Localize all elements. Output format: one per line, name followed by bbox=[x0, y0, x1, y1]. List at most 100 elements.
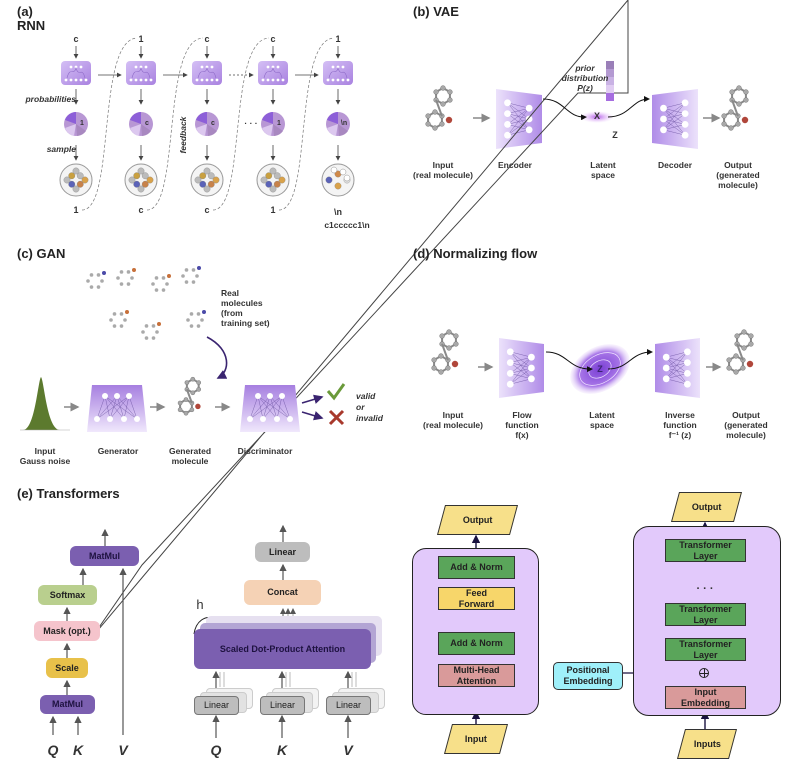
atom-carbon bbox=[743, 97, 749, 103]
network-edge bbox=[510, 351, 532, 358]
network-edge bbox=[663, 124, 686, 130]
token-ball bbox=[334, 182, 342, 190]
atom-carbon bbox=[184, 268, 189, 272]
atom-carbon bbox=[116, 276, 120, 280]
rnn-node bbox=[200, 78, 204, 82]
network-node bbox=[260, 416, 266, 422]
block-output-label: Output bbox=[462, 514, 493, 525]
pie-token: \n bbox=[340, 120, 348, 127]
network-node bbox=[255, 393, 261, 399]
token-ball bbox=[199, 180, 207, 188]
mha-k: K bbox=[276, 742, 288, 758]
network-node bbox=[681, 121, 689, 128]
linear-projection: Linear bbox=[326, 696, 371, 715]
flow-function-network bbox=[499, 338, 544, 398]
atom-oxygen bbox=[195, 403, 201, 410]
linear-projection: Linear bbox=[260, 696, 305, 715]
network-edge bbox=[96, 395, 106, 420]
rnn-node bbox=[74, 78, 78, 82]
rnn-node bbox=[210, 65, 214, 69]
atom-carbon bbox=[181, 274, 185, 278]
pie-slice bbox=[196, 112, 207, 124]
atom-carbon bbox=[151, 324, 156, 328]
rnn-output-token: 1 bbox=[73, 205, 79, 215]
token-ball bbox=[63, 176, 71, 184]
rnn-cell-edges bbox=[328, 66, 348, 79]
atom-carbon bbox=[141, 330, 145, 334]
mha-h-label: h bbox=[196, 597, 204, 612]
atom-carbon bbox=[112, 312, 117, 316]
token-ball bbox=[137, 167, 145, 175]
atom-carbon bbox=[165, 282, 169, 286]
stack-inputs-label: Inputs bbox=[693, 738, 721, 749]
atom-carbon bbox=[741, 329, 747, 335]
atom-carbon bbox=[734, 333, 740, 339]
rnn-node bbox=[281, 78, 285, 82]
atom-carbon bbox=[736, 101, 742, 107]
atom-carbon bbox=[144, 324, 149, 328]
atom-carbon bbox=[200, 318, 204, 322]
atom-carbon bbox=[86, 279, 90, 283]
atom-carbon bbox=[438, 353, 444, 359]
atom-carbon bbox=[196, 324, 201, 328]
network-node bbox=[684, 359, 691, 366]
sdpa-mask: Mask (opt.) bbox=[34, 621, 100, 641]
atom-carbon bbox=[190, 390, 196, 396]
atom-carbon bbox=[721, 113, 727, 119]
network-edge bbox=[510, 357, 532, 385]
network-edge bbox=[663, 102, 686, 120]
atom-carbon bbox=[119, 282, 124, 286]
pie-slice bbox=[76, 124, 86, 136]
atom-carbon bbox=[196, 387, 201, 392]
network-node bbox=[684, 348, 691, 356]
token-ball bbox=[133, 172, 141, 180]
bond bbox=[441, 343, 449, 361]
network-edge bbox=[109, 395, 130, 420]
token-ball bbox=[72, 167, 80, 175]
network-edge bbox=[510, 367, 532, 385]
atom-carbon bbox=[123, 318, 127, 322]
atom-carbon bbox=[721, 121, 727, 127]
flow-latent-z: Z bbox=[597, 364, 603, 374]
network-edge bbox=[507, 108, 530, 136]
vae-latent-label: Latent space bbox=[590, 160, 616, 180]
gan-generator-label: Generator bbox=[97, 446, 139, 456]
network-node bbox=[504, 131, 511, 139]
network-edge bbox=[507, 102, 530, 109]
network-node bbox=[506, 380, 514, 388]
network-node bbox=[528, 375, 535, 383]
network-edge bbox=[510, 378, 532, 385]
token-ball bbox=[128, 176, 136, 184]
real-molecule bbox=[116, 268, 136, 286]
token-ball bbox=[260, 176, 268, 184]
bond bbox=[185, 389, 193, 404]
rnn-node bbox=[341, 78, 345, 82]
rnn-node bbox=[134, 65, 138, 69]
sample-pool bbox=[124, 163, 158, 197]
newline-ball bbox=[330, 166, 338, 174]
block-add-norm-top: Add & Norm bbox=[438, 556, 515, 579]
rnn-node bbox=[69, 78, 73, 82]
sdpa-k: K bbox=[72, 742, 84, 758]
final-string: c1ccccc1\n bbox=[324, 220, 370, 230]
probabilities-label: probabilities bbox=[25, 94, 76, 104]
rnn-cell bbox=[126, 61, 156, 85]
newline-ball bbox=[339, 168, 347, 176]
pie-token: c bbox=[145, 120, 149, 127]
cross-icon bbox=[328, 409, 345, 426]
network-edge bbox=[262, 395, 271, 420]
vae-decoder-label: Decoder bbox=[657, 160, 692, 170]
pie-slice bbox=[327, 124, 338, 136]
panel-a-title: RNN bbox=[17, 18, 46, 33]
network-edge bbox=[666, 351, 688, 379]
atom-carbon bbox=[741, 345, 747, 351]
atom-carbon bbox=[183, 410, 189, 416]
network-node bbox=[267, 393, 273, 399]
discriminator-network bbox=[240, 385, 300, 432]
network-node bbox=[504, 121, 511, 128]
sdpa-v: V bbox=[118, 742, 128, 758]
network-edge bbox=[276, 395, 283, 420]
latent-gaussian bbox=[570, 344, 630, 394]
rnn-node bbox=[144, 65, 148, 69]
